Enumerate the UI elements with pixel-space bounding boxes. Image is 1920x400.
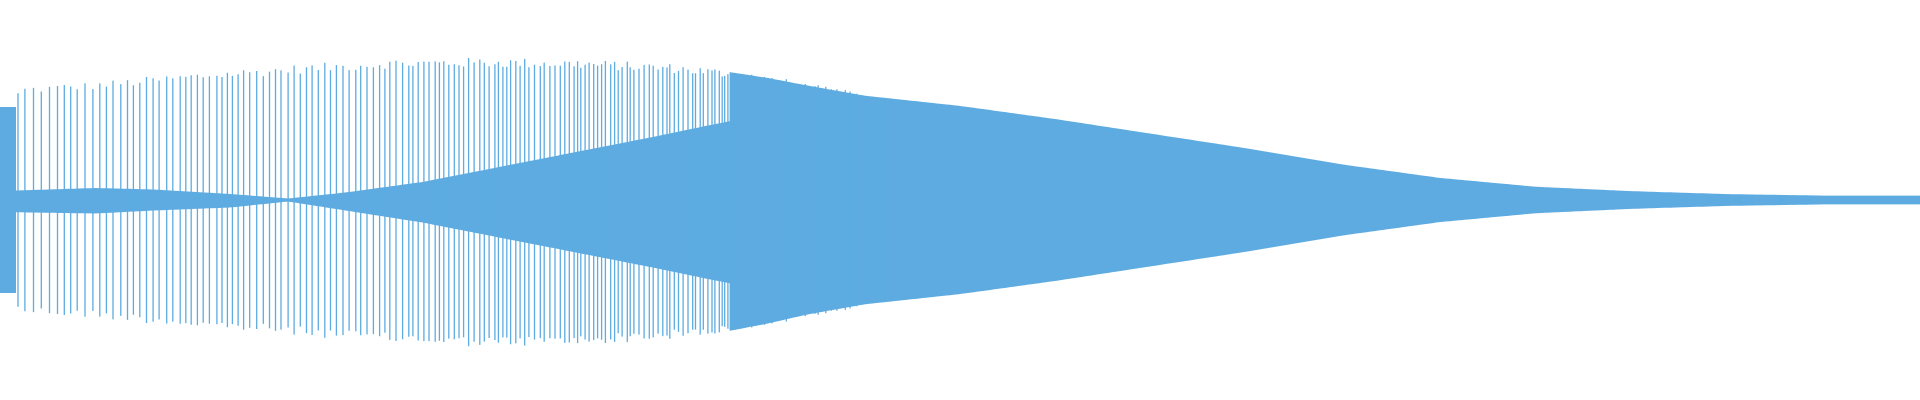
waveform-lines xyxy=(0,58,1920,347)
waveform-dense-body xyxy=(729,72,1920,331)
waveform-edge-block xyxy=(0,107,16,293)
